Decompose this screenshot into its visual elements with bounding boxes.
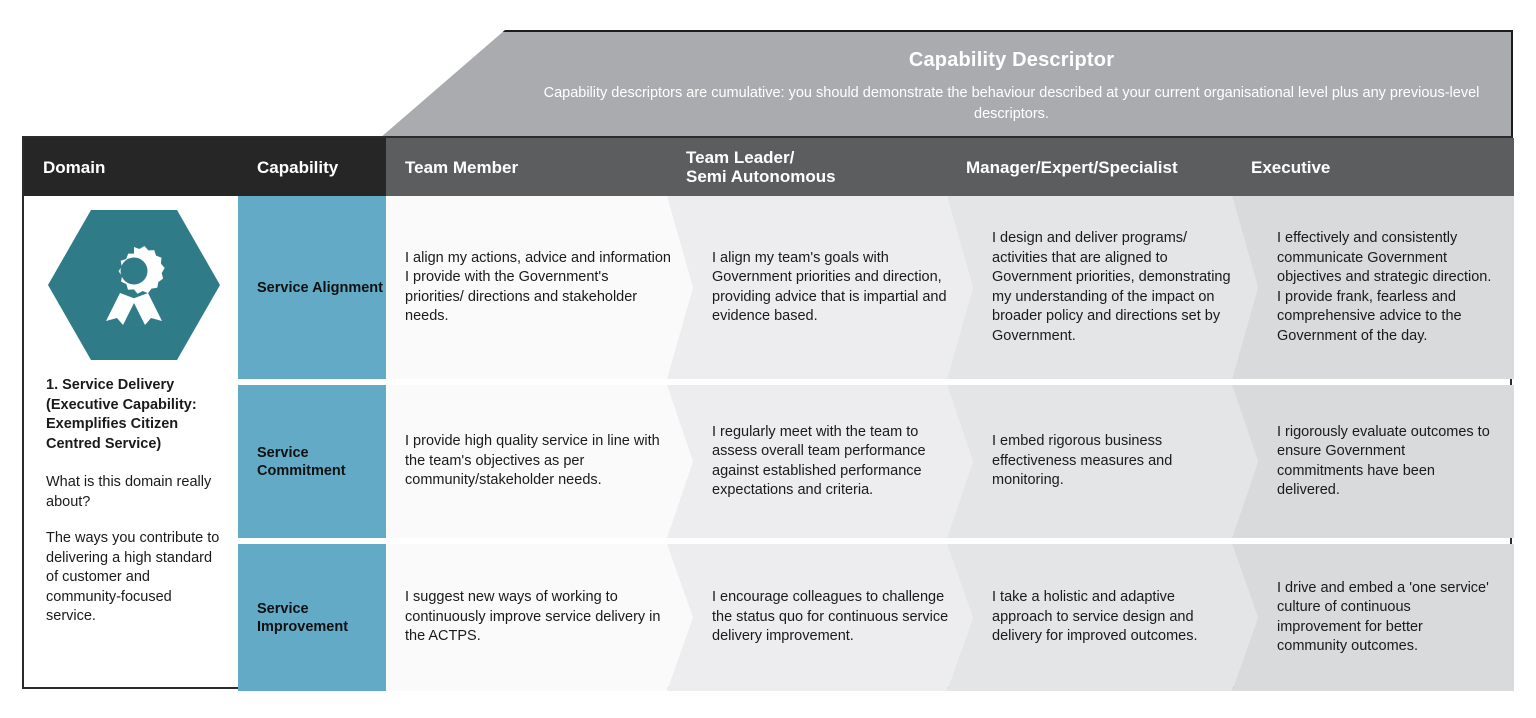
domain-title: 1. Service Delivery (Executive Capabilit… xyxy=(46,377,197,452)
descriptor-cell-manager: I embed rigorous business effectiveness … xyxy=(947,385,1258,538)
table-header-row: Domain Capability Team Member Team Leade… xyxy=(24,138,1514,196)
capability-label: Service Alignment xyxy=(257,279,383,296)
table-row: Service Alignment I align my actions, ad… xyxy=(238,196,1514,379)
descriptor-cell-manager: I take a holistic and adaptive approach … xyxy=(947,544,1258,691)
column-header-domain: Domain xyxy=(24,138,238,196)
domain-icon-wrap xyxy=(48,210,220,360)
domain-answer: The ways you contribute to delivering a … xyxy=(46,530,220,624)
descriptor-text: I regularly meet with the team to assess… xyxy=(712,423,926,498)
descriptor-text: I align my team's goals with Government … xyxy=(712,249,947,324)
column-header-team-member: Team Member xyxy=(386,138,667,196)
capability-table: Domain Capability Team Member Team Leade… xyxy=(22,136,1514,691)
descriptor-text: I rigorously evaluate outcomes to ensure… xyxy=(1277,423,1490,499)
descriptor-cell-executive: I rigorously evaluate outcomes to ensure… xyxy=(1232,385,1514,538)
descriptor-cell-team-member: I provide high quality service in line w… xyxy=(386,385,693,538)
column-header-team-leader-label: Team Leader/Semi Autonomous xyxy=(686,148,836,186)
column-header-capability: Capability xyxy=(238,138,386,196)
descriptor-cell-team-member: I align my actions, advice and informati… xyxy=(386,196,693,379)
column-header-team-member-label: Team Member xyxy=(405,157,519,177)
descriptor-cell-team-member: I suggest new ways of working to continu… xyxy=(386,544,693,691)
capability-cell: Service Commitment xyxy=(238,385,386,538)
descriptor-text: I effectively and consistently communica… xyxy=(1277,230,1492,344)
descriptor-text: I align my actions, advice and informati… xyxy=(405,249,671,324)
descriptor-cell-team-leader: I regularly meet with the team to assess… xyxy=(667,385,973,538)
descriptor-cell-team-leader: I align my team's goals with Government … xyxy=(667,196,973,379)
column-header-domain-label: Domain xyxy=(43,157,106,177)
descriptor-text: I embed rigorous business effectiveness … xyxy=(992,433,1173,489)
table-row: Service Commitment I provide high qualit… xyxy=(238,385,1514,538)
descriptor-text: I take a holistic and adaptive approach … xyxy=(992,589,1198,645)
domain-cell: 1. Service Delivery (Executive Capabilit… xyxy=(24,196,238,687)
capability-label: Service Improvement xyxy=(257,600,349,635)
column-header-manager-label: Manager/Expert/Specialist xyxy=(966,157,1178,177)
banner-title: Capability Descriptor xyxy=(908,49,1115,71)
capability-label: Service Commitment xyxy=(257,444,346,479)
table-body: 1. Service Delivery (Executive Capabilit… xyxy=(24,196,1514,691)
table-row: Service Improvement I suggest new ways o… xyxy=(238,544,1514,691)
column-header-manager: Manager/Expert/Specialist xyxy=(947,138,1232,196)
column-header-team-leader: Team Leader/Semi Autonomous xyxy=(667,138,947,196)
capability-cell: Service Alignment xyxy=(238,196,386,379)
column-header-executive-label: Executive xyxy=(1251,157,1331,177)
descriptor-cell-manager: I design and deliver programs/ activitie… xyxy=(947,196,1258,379)
column-header-executive: Executive xyxy=(1232,138,1514,196)
descriptor-text: I design and deliver programs/ activitie… xyxy=(992,230,1231,344)
descriptor-text: I provide high quality service in line w… xyxy=(405,433,660,489)
award-ribbon-icon xyxy=(106,246,165,325)
capability-cell: Service Improvement xyxy=(238,544,386,691)
descriptor-text: I suggest new ways of working to continu… xyxy=(405,589,661,645)
descriptor-text: I encourage colleagues to challenge the … xyxy=(712,589,949,645)
capability-descriptor-banner: Capability Descriptor Capability descrip… xyxy=(380,30,1513,138)
banner-subtitle: Capability descriptors are cumulative: y… xyxy=(543,85,1480,122)
descriptor-cell-executive: I effectively and consistently communica… xyxy=(1232,196,1514,379)
descriptor-text: I drive and embed a 'one service' cultur… xyxy=(1277,579,1489,655)
descriptor-cell-executive: I drive and embed a 'one service' cultur… xyxy=(1232,544,1514,691)
descriptor-cell-team-leader: I encourage colleagues to challenge the … xyxy=(667,544,973,691)
column-header-capability-label: Capability xyxy=(257,157,339,177)
domain-question: What is this domain really about? xyxy=(46,474,212,510)
